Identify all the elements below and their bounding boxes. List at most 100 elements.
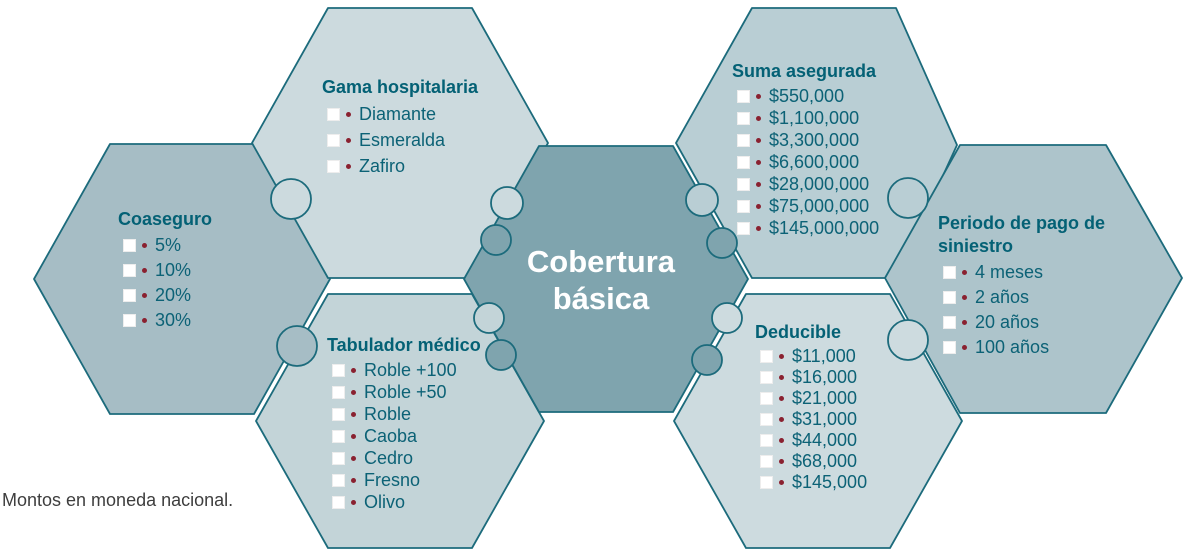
bullet-icon: [142, 268, 147, 273]
center-piece-label: Cobertura básica: [526, 244, 676, 316]
option-row: $145,000: [760, 472, 867, 493]
option-checkbox[interactable]: [760, 476, 773, 489]
option-label: $11,000: [792, 346, 856, 366]
option-row: 100 años: [943, 335, 1136, 360]
option-checkbox[interactable]: [943, 316, 956, 329]
section-title: Suma asegurada: [732, 61, 877, 81]
option-checkbox[interactable]: [943, 291, 956, 304]
option-row: 20%: [123, 283, 212, 308]
option-row: Roble +100: [332, 359, 481, 381]
option-checkbox[interactable]: [123, 264, 136, 277]
option-checkbox[interactable]: [123, 239, 136, 252]
section-title: Tabulador médico: [327, 335, 481, 355]
option-list: 5%10%20%30%: [118, 233, 212, 333]
bullet-icon: [346, 111, 351, 117]
option-label: Cedro: [364, 447, 414, 468]
puzzle-tab: [480, 224, 512, 256]
puzzle-tab: [473, 302, 505, 334]
option-checkbox[interactable]: [943, 266, 956, 279]
option-checkbox[interactable]: [760, 413, 773, 426]
option-row: Esmeralda: [327, 127, 478, 153]
puzzle-piece-periodo: [884, 144, 1183, 414]
option-checkbox[interactable]: [327, 107, 340, 121]
bullet-icon: [756, 181, 761, 187]
option-row: Caoba: [332, 425, 481, 447]
bullet-icon: [779, 417, 784, 422]
option-checkbox[interactable]: [760, 371, 773, 384]
section-suma-asegurada: Suma asegurada $550,000$1,100,000$3,300,…: [732, 60, 879, 239]
bullet-icon: [351, 455, 356, 461]
bullet-icon: [351, 477, 356, 483]
option-label: Caoba: [364, 425, 418, 446]
bullet-icon: [351, 367, 356, 373]
option-checkbox[interactable]: [737, 111, 750, 125]
section-title: Coaseguro: [118, 209, 213, 229]
option-checkbox[interactable]: [737, 155, 750, 169]
bullet-icon: [142, 243, 147, 248]
puzzle-tab: [706, 227, 738, 259]
puzzle-tab: [711, 302, 743, 334]
bullet-icon: [962, 345, 967, 350]
option-row: 5%: [123, 233, 212, 258]
option-checkbox[interactable]: [760, 434, 773, 447]
option-row: Roble +50: [332, 381, 481, 403]
section-title: Periodo de pago de siniestro: [938, 213, 1106, 256]
bullet-icon: [346, 163, 351, 169]
option-label: 100 años: [975, 337, 1050, 357]
section-title: Gama hospitalaria: [322, 77, 479, 97]
option-checkbox[interactable]: [332, 385, 345, 399]
option-label: $75,000,000: [769, 195, 870, 216]
option-checkbox[interactable]: [760, 350, 773, 363]
option-label: $3,300,000: [769, 129, 860, 150]
puzzle-tab: [691, 344, 723, 376]
option-row: $16,000: [760, 367, 867, 388]
option-row: 30%: [123, 308, 212, 333]
option-checkbox[interactable]: [123, 314, 136, 327]
option-label: $550,000: [769, 85, 845, 106]
option-checkbox[interactable]: [327, 159, 340, 173]
option-row: 2 años: [943, 285, 1136, 310]
option-label: Zafiro: [359, 155, 406, 176]
option-row: $31,000: [760, 409, 867, 430]
option-row: Olivo: [332, 491, 481, 513]
option-checkbox[interactable]: [332, 429, 345, 443]
bullet-icon: [351, 433, 356, 439]
option-checkbox[interactable]: [332, 495, 345, 509]
option-checkbox[interactable]: [123, 289, 136, 302]
option-checkbox[interactable]: [332, 451, 345, 465]
bullet-icon: [962, 295, 967, 300]
option-checkbox[interactable]: [943, 341, 956, 354]
option-row: Diamante: [327, 101, 478, 127]
option-checkbox[interactable]: [737, 133, 750, 147]
option-checkbox[interactable]: [332, 363, 345, 377]
option-checkbox[interactable]: [737, 177, 750, 191]
option-checkbox[interactable]: [332, 473, 345, 487]
option-checkbox[interactable]: [737, 89, 750, 103]
bullet-icon: [351, 411, 356, 417]
bullet-icon: [142, 318, 147, 323]
option-checkbox[interactable]: [760, 455, 773, 468]
bullet-icon: [962, 270, 967, 275]
option-checkbox[interactable]: [737, 199, 750, 213]
bullet-icon: [756, 115, 761, 121]
option-label: 30%: [155, 310, 192, 330]
option-checkbox[interactable]: [737, 221, 750, 235]
option-label: $44,000: [792, 430, 858, 450]
option-label: Roble +50: [364, 381, 447, 402]
option-row: $11,000: [760, 346, 867, 367]
option-checkbox[interactable]: [760, 392, 773, 405]
option-row: Roble: [332, 403, 481, 425]
puzzle-tab: [490, 186, 524, 220]
puzzle-tab: [485, 339, 517, 371]
bullet-icon: [779, 438, 784, 443]
option-checkbox[interactable]: [327, 133, 340, 147]
puzzle-piece-tabulador-medico: [255, 293, 545, 549]
option-label: $31,000: [792, 409, 858, 429]
option-checkbox[interactable]: [332, 407, 345, 421]
